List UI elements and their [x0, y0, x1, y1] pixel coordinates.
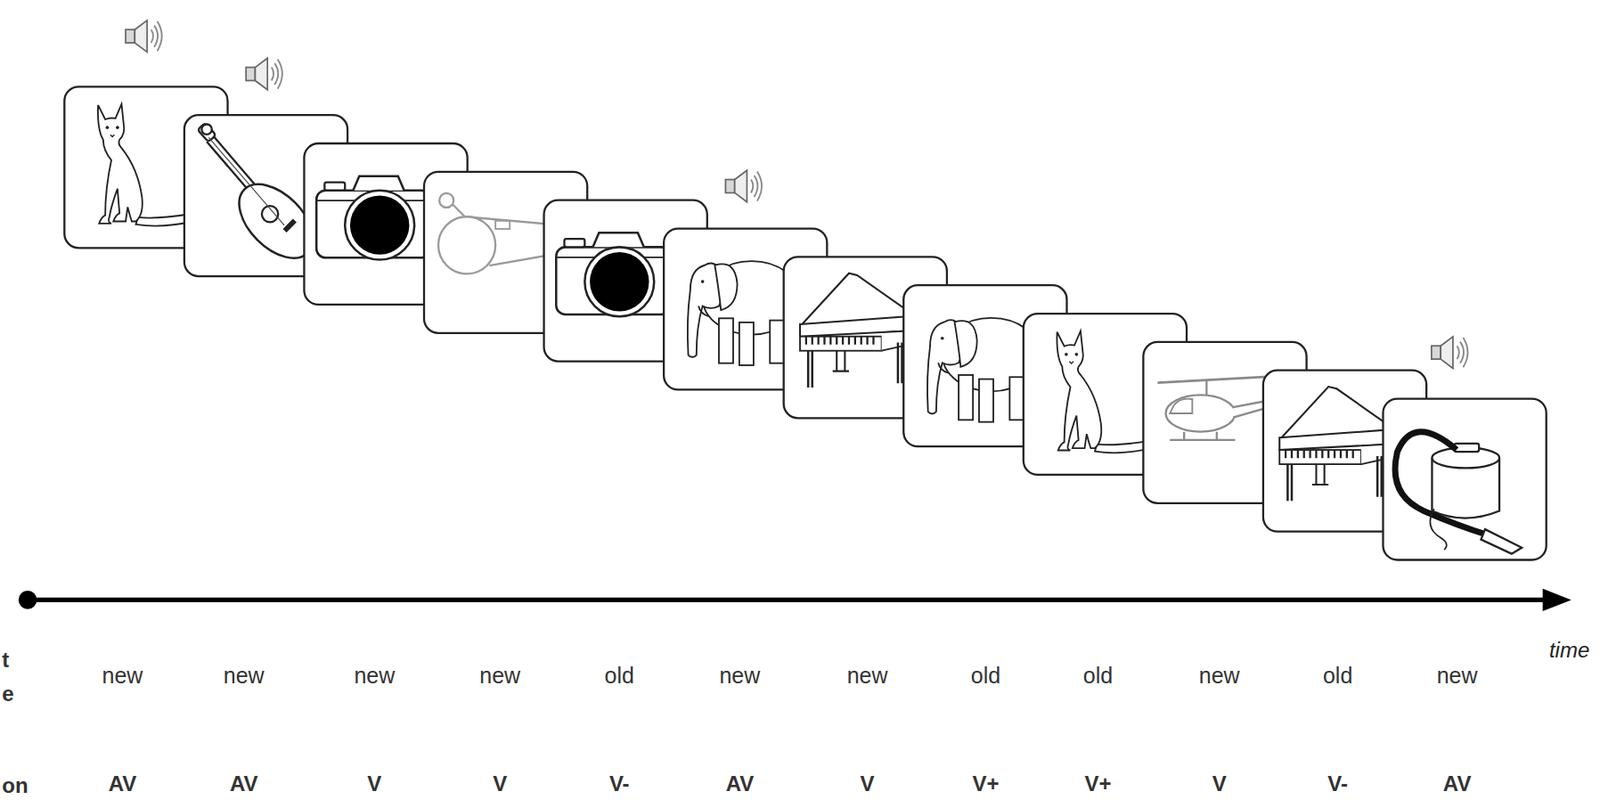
condition-code: V+: [1084, 771, 1111, 795]
row-title: on: [1, 774, 28, 798]
condition-code: V-: [609, 771, 630, 795]
stimulus-type: old: [1083, 664, 1113, 690]
axis-label: time: [1549, 637, 1590, 662]
stimulus-type: new: [479, 664, 521, 690]
condition-code: AV: [108, 771, 138, 795]
stimulus-type: new: [718, 664, 760, 690]
stimulus-type: old: [1322, 664, 1353, 690]
condition-code: V: [492, 771, 507, 795]
condition-code: V: [860, 771, 875, 795]
stimulus-type: new: [223, 664, 265, 690]
condition-code: V+: [971, 771, 999, 795]
condition-code: AV: [1443, 771, 1472, 795]
speaker-icon: [125, 20, 163, 53]
speaker-icon: [725, 170, 762, 203]
picture-card: [1382, 399, 1546, 561]
timeline-arrow: [18, 588, 1572, 612]
stimulus-type: new: [1199, 664, 1241, 690]
condition-code: V: [1212, 771, 1227, 795]
speaker-icon: [1431, 336, 1469, 369]
stimulus-type: old: [604, 664, 635, 690]
row-title: t: [1, 648, 9, 672]
condition-code: AV: [229, 771, 259, 795]
condition-code: AV: [726, 771, 755, 795]
stimulus-type: new: [353, 664, 395, 690]
stimulus-type: old: [971, 664, 1001, 690]
speaker-icon: [245, 57, 283, 90]
condition-code: V: [367, 771, 382, 795]
stimulus-type: new: [847, 664, 889, 690]
row-title: e: [1, 682, 14, 706]
stimulus-type: new: [1436, 664, 1478, 690]
condition-code: V-: [1327, 771, 1348, 795]
stimulus-type: new: [102, 664, 144, 690]
